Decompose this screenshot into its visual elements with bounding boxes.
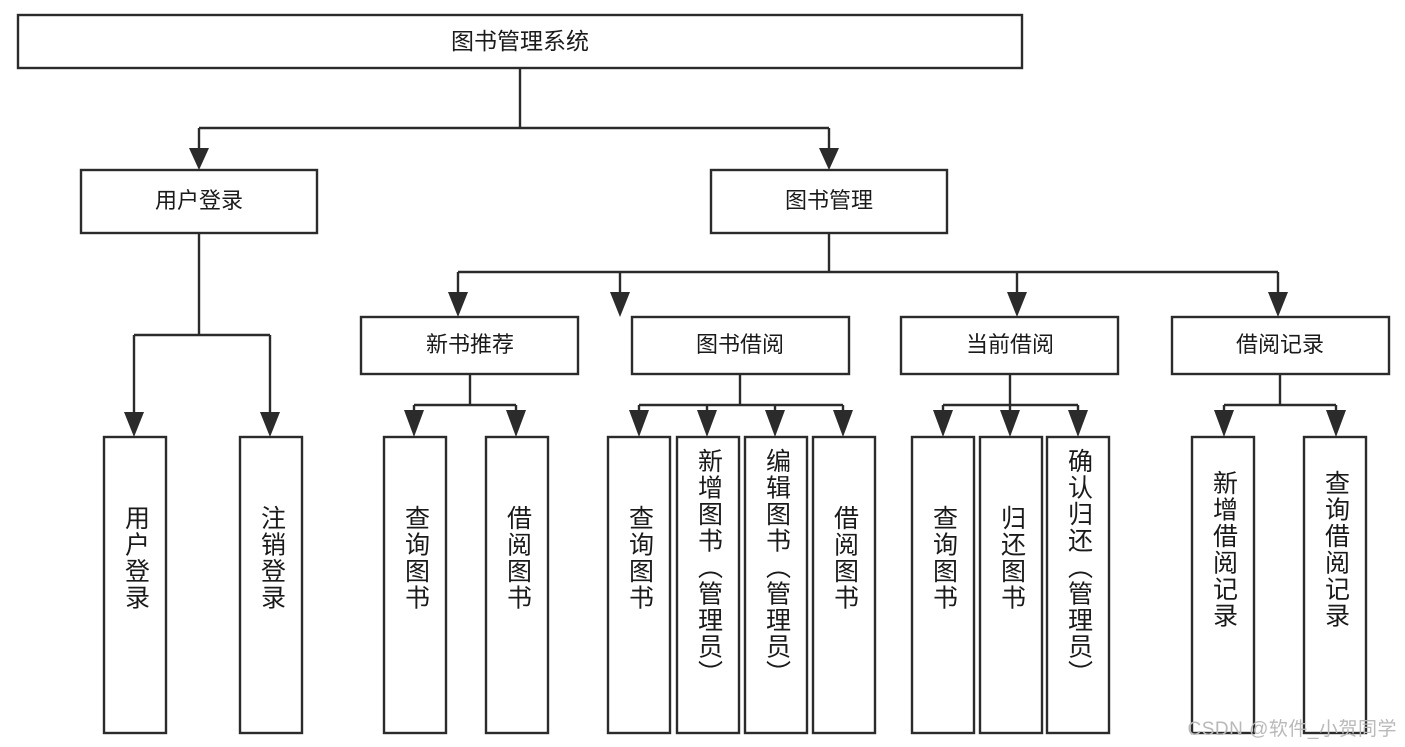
connector-root-to-level2: [189, 68, 839, 170]
connector-bookmgmt-to-level3: [448, 233, 1288, 317]
node-book-borrow[interactable]: 图书借阅: [630, 315, 851, 376]
node-borrow-record-label: 借阅记录: [1236, 332, 1324, 357]
leaf-box-user-login-0[interactable]: [102, 435, 168, 735]
leaf-box-currentborrow-2[interactable]: [1045, 435, 1111, 735]
leaf-box-currentborrow-0[interactable]: [910, 435, 976, 735]
node-current-borrow[interactable]: 当前借阅: [899, 315, 1120, 376]
connector-borrowrecord-to-leaves: [1214, 374, 1346, 437]
node-book-management[interactable]: 图书管理: [709, 168, 949, 235]
leaf-box-user-login-1[interactable]: [238, 435, 304, 735]
connector-bookborrow-to-leaves: [629, 374, 853, 437]
node-root-label: 图书管理系统: [451, 28, 589, 54]
node-root[interactable]: 图书管理系统: [16, 13, 1024, 70]
leaf-box-currentborrow-1[interactable]: [978, 435, 1044, 735]
leaf-box-newbook-0[interactable]: [382, 435, 448, 735]
leaf-box-borrowrecord-1[interactable]: [1302, 435, 1368, 735]
connector-newbook-to-leaves: [404, 374, 526, 437]
node-book-borrow-label: 图书借阅: [696, 332, 784, 357]
leaf-box-bookborrow-3[interactable]: [811, 435, 877, 735]
leaf-box-borrowrecord-0[interactable]: [1190, 435, 1256, 735]
node-borrow-record[interactable]: 借阅记录: [1170, 315, 1391, 376]
node-user-login[interactable]: 用户登录: [79, 168, 319, 235]
connector-userlogin-to-leaves: [124, 233, 280, 437]
node-new-book-recommend-label: 新书推荐: [426, 332, 514, 357]
node-user-login-label: 用户登录: [155, 188, 243, 213]
leaf-box-bookborrow-1[interactable]: [675, 435, 741, 735]
leaf-box-bookborrow-0[interactable]: [606, 435, 672, 735]
leaf-box-bookborrow-2[interactable]: [743, 435, 809, 735]
leaf-box-newbook-1[interactable]: [484, 435, 550, 735]
connector-currentborrow-to-leaves: [933, 374, 1088, 437]
watermark: CSDN @软件_小贺同学: [1187, 719, 1397, 740]
node-book-management-label: 图书管理: [785, 188, 873, 213]
node-current-borrow-label: 当前借阅: [966, 332, 1054, 357]
node-new-book-recommend[interactable]: 新书推荐: [359, 315, 580, 376]
